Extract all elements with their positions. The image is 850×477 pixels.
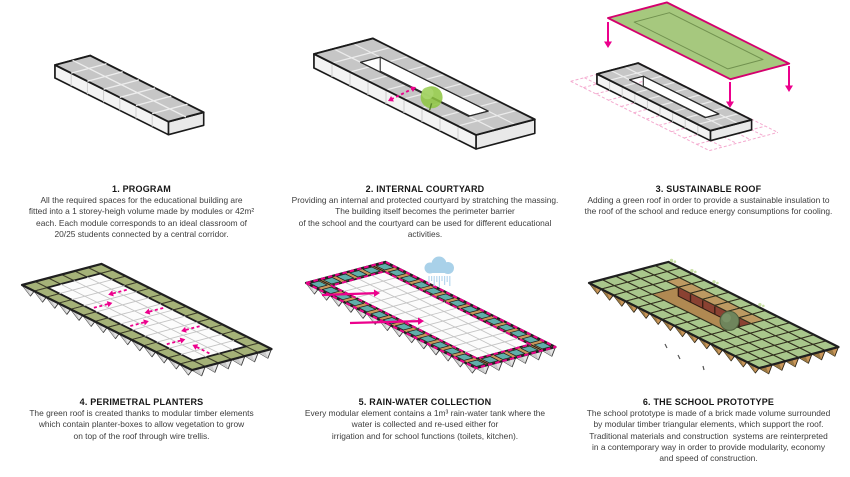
panel-title: 5. RAIN-WATER COLLECTION (358, 397, 492, 407)
panel-sustainable-roof: 3. SUSTAINABLE ROOF Adding a green roof … (567, 0, 850, 249)
panel-school-prototype: 6. THE SCHOOL PROTOTYPE The school proto… (567, 249, 850, 477)
panel-title: 1. PROGRAM (111, 184, 171, 194)
panel-description: Adding a green roof in order to provide … (584, 195, 833, 217)
panel-internal-courtyard: 2. INTERNAL COURTYARD Providing an inter… (283, 0, 567, 249)
tree-icon (719, 310, 740, 331)
green-roof-exploded-diagram (570, 1, 793, 152)
panel-title: 3. SUSTAINABLE ROOF (655, 184, 762, 194)
rain-cloud-icon (424, 256, 454, 287)
panel-description: The green roof is created thanks to modu… (29, 408, 254, 441)
roof-planters-diagram (20, 262, 273, 377)
stretch-arrow-icon (387, 86, 416, 102)
panel-description: The school prototype is made of a brick … (586, 408, 831, 463)
panel-perimetral-planters: 4. PERIMETRAL PLANTERS The green roof is… (0, 249, 283, 477)
green-roof-plane (607, 1, 791, 81)
vegetation-tufts (669, 258, 765, 308)
panel-program: 1. PROGRAM All the required spaces for t… (0, 0, 283, 249)
panel-title: 6. THE SCHOOL PROTOTYPE (642, 397, 775, 407)
school-prototype-diagram (587, 258, 840, 375)
rain-water-roof-diagram (304, 256, 557, 375)
panel-title: 2. INTERNAL COURTYARD (365, 184, 485, 194)
panel-rain-water-collection: 5. RAIN-WATER COLLECTION Every modular e… (283, 249, 567, 477)
panel-description: Every modular element contains a 1m³ rai… (304, 408, 546, 441)
linear-volume-diagram (54, 54, 205, 136)
panel-description: All the required spaces for the educatio… (28, 195, 255, 239)
water-flow-arrow-icon (321, 289, 424, 325)
panel-title: 4. PERIMETRAL PLANTERS (79, 397, 204, 407)
courtyard-ring-diagram (312, 37, 536, 150)
tree-icon (420, 86, 443, 111)
growth-arrow-icon (93, 288, 210, 355)
roof-placement-arrow-icon (604, 22, 793, 108)
panel-description: Providing an internal and protected cour… (291, 195, 559, 239)
